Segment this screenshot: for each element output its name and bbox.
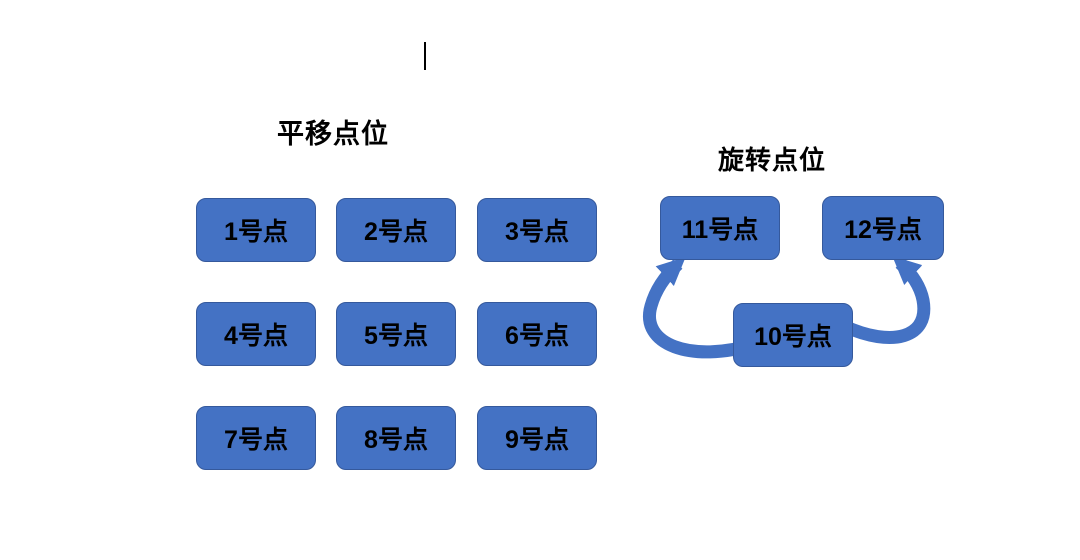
point-box-11[interactable]: 11号点: [660, 196, 780, 260]
point-box-1[interactable]: 1号点: [196, 198, 316, 262]
curved-arrow-right-icon: [841, 255, 931, 344]
point-box-9[interactable]: 9号点: [477, 406, 597, 470]
point-box-5[interactable]: 5号点: [336, 302, 456, 366]
point-box-7[interactable]: 7号点: [196, 406, 316, 470]
point-box-4[interactable]: 4号点: [196, 302, 316, 366]
text-cursor: [424, 42, 426, 70]
point-box-10[interactable]: 10号点: [733, 303, 853, 367]
point-box-6[interactable]: 6号点: [477, 302, 597, 366]
point-box-3[interactable]: 3号点: [477, 198, 597, 262]
point-box-12[interactable]: 12号点: [822, 196, 944, 260]
point-box-8[interactable]: 8号点: [336, 406, 456, 470]
rotation-section-title: 旋转点位: [718, 145, 827, 175]
translation-section-title: 平移点位: [277, 119, 389, 149]
point-box-2[interactable]: 2号点: [336, 198, 456, 262]
